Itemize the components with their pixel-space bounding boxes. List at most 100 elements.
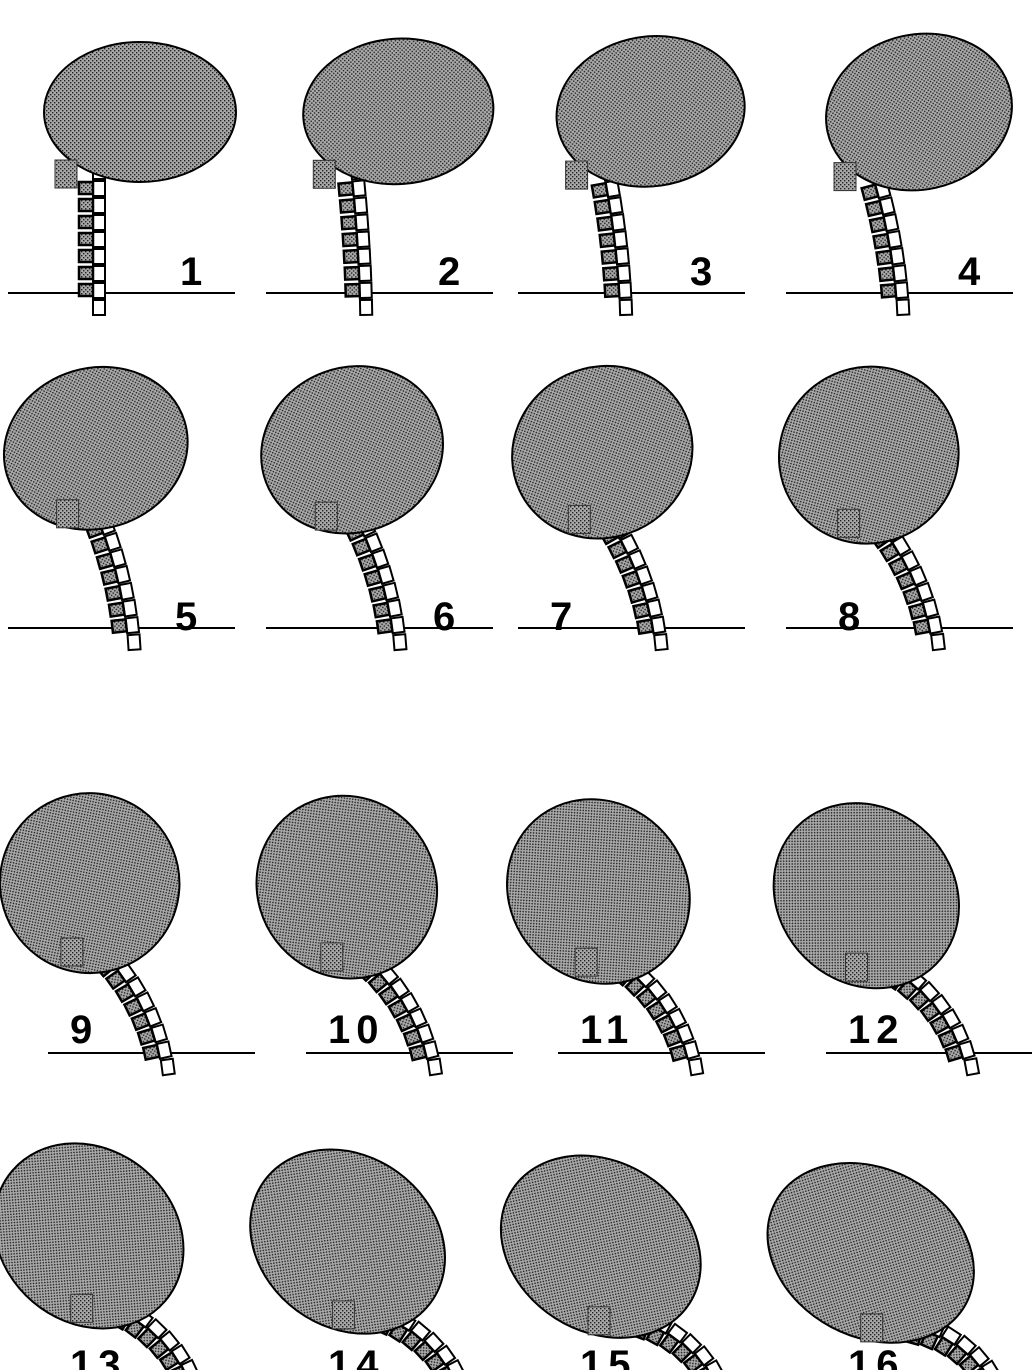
frame-4: 4 — [786, 16, 1027, 315]
vertebra — [914, 617, 942, 637]
vertebra — [602, 248, 629, 265]
vertebra — [345, 266, 372, 282]
frame-number-label: 6 — [433, 595, 461, 639]
frame-number-label: 11 — [580, 1008, 634, 1052]
occipital-block — [315, 502, 337, 530]
head — [0, 1105, 221, 1367]
vertebra — [79, 232, 105, 247]
occipital-block — [57, 500, 79, 528]
frame-number-label: 8 — [838, 595, 866, 639]
occipital-block — [71, 1294, 93, 1322]
frame-number-label: 15 — [580, 1343, 637, 1370]
frame-3: 3 — [518, 24, 755, 315]
head — [469, 762, 727, 1022]
frame-7: 7 — [484, 337, 745, 651]
head — [0, 759, 214, 1008]
vertebra — [112, 617, 139, 635]
frame-15: 15 — [466, 1119, 765, 1370]
vertebra — [345, 283, 371, 299]
frame-number-label: 9 — [70, 1008, 98, 1052]
head — [237, 340, 467, 559]
vertebra — [373, 600, 401, 619]
frame-number-label: 13 — [70, 1343, 127, 1370]
occipital-block — [566, 161, 588, 189]
head — [0, 345, 208, 552]
occipital-block — [568, 505, 590, 533]
head — [214, 1112, 481, 1370]
frame-10: 10 — [220, 759, 513, 1075]
vertebra — [344, 249, 371, 265]
occipital-block — [838, 509, 860, 537]
vertebra — [597, 214, 625, 232]
occipital-block — [861, 1314, 883, 1342]
vertebra — [873, 231, 901, 250]
vertebra — [105, 583, 133, 603]
head — [736, 765, 998, 1026]
vertebra — [964, 1058, 979, 1075]
vertebra — [79, 181, 105, 196]
vertebra — [931, 634, 945, 650]
vertebra — [689, 1058, 703, 1075]
occipital-block — [846, 953, 868, 981]
head — [220, 759, 474, 1014]
occipital-block — [834, 163, 856, 191]
vertebra — [879, 265, 906, 283]
vertebra — [343, 232, 370, 249]
frame-5: 5 — [0, 345, 235, 650]
frame-number-label: 1 — [180, 250, 208, 294]
frame-1: 1 — [8, 42, 236, 315]
vertebra — [876, 248, 904, 266]
frame-12: 12 — [736, 765, 1032, 1075]
frame-number-label: 14 — [328, 1343, 385, 1370]
vertebra — [93, 300, 105, 315]
frame-14: 14 — [214, 1112, 513, 1370]
vertebra — [340, 197, 367, 214]
vertebra — [341, 214, 368, 231]
frame-2: 2 — [266, 32, 499, 315]
occipital-block — [575, 948, 597, 976]
cervical-spine — [79, 164, 105, 315]
vertebra — [79, 249, 105, 264]
frame-number-label: 2 — [438, 250, 466, 294]
frame-number-label: 10 — [328, 1008, 385, 1052]
vertebra — [897, 300, 910, 316]
vertebra — [79, 283, 105, 298]
vertebra — [79, 266, 105, 281]
head — [484, 337, 721, 568]
vertebra — [595, 197, 623, 216]
vertebra — [600, 231, 627, 249]
frame-8: 8 — [747, 334, 1013, 650]
frame-6: 6 — [237, 340, 493, 650]
occipital-block — [332, 1301, 354, 1329]
frame-number-label: 4 — [958, 250, 986, 294]
vertebra — [161, 1059, 175, 1075]
vertebra — [360, 300, 372, 315]
occipital-block — [313, 160, 335, 188]
occipital-block — [55, 160, 77, 188]
frame-13: 13 — [0, 1105, 255, 1370]
frame-number-label: 5 — [175, 595, 203, 639]
occipital-block — [61, 938, 83, 966]
frame-9: 9 — [0, 759, 255, 1075]
vertebra — [393, 634, 406, 650]
vertebra — [338, 180, 365, 197]
frame-number-label: 12 — [848, 1008, 905, 1052]
occipital-block — [321, 943, 343, 971]
frame-number-label: 3 — [690, 250, 718, 294]
vertebra — [605, 282, 632, 298]
vertebra — [428, 1059, 442, 1076]
vertebra — [654, 634, 667, 650]
vertebra — [620, 300, 632, 315]
frame-11: 11 — [469, 762, 765, 1076]
occipital-block — [588, 1307, 610, 1335]
frame-16: 16 — [736, 1128, 1032, 1370]
vertebra — [109, 600, 137, 619]
vertebra — [79, 215, 105, 230]
vertebra — [881, 282, 908, 299]
vertebra — [603, 265, 630, 282]
vertebra — [128, 634, 141, 650]
frame-number-label: 16 — [848, 1343, 905, 1370]
vertebra — [377, 617, 405, 635]
frame-number-label: 7 — [550, 595, 578, 639]
